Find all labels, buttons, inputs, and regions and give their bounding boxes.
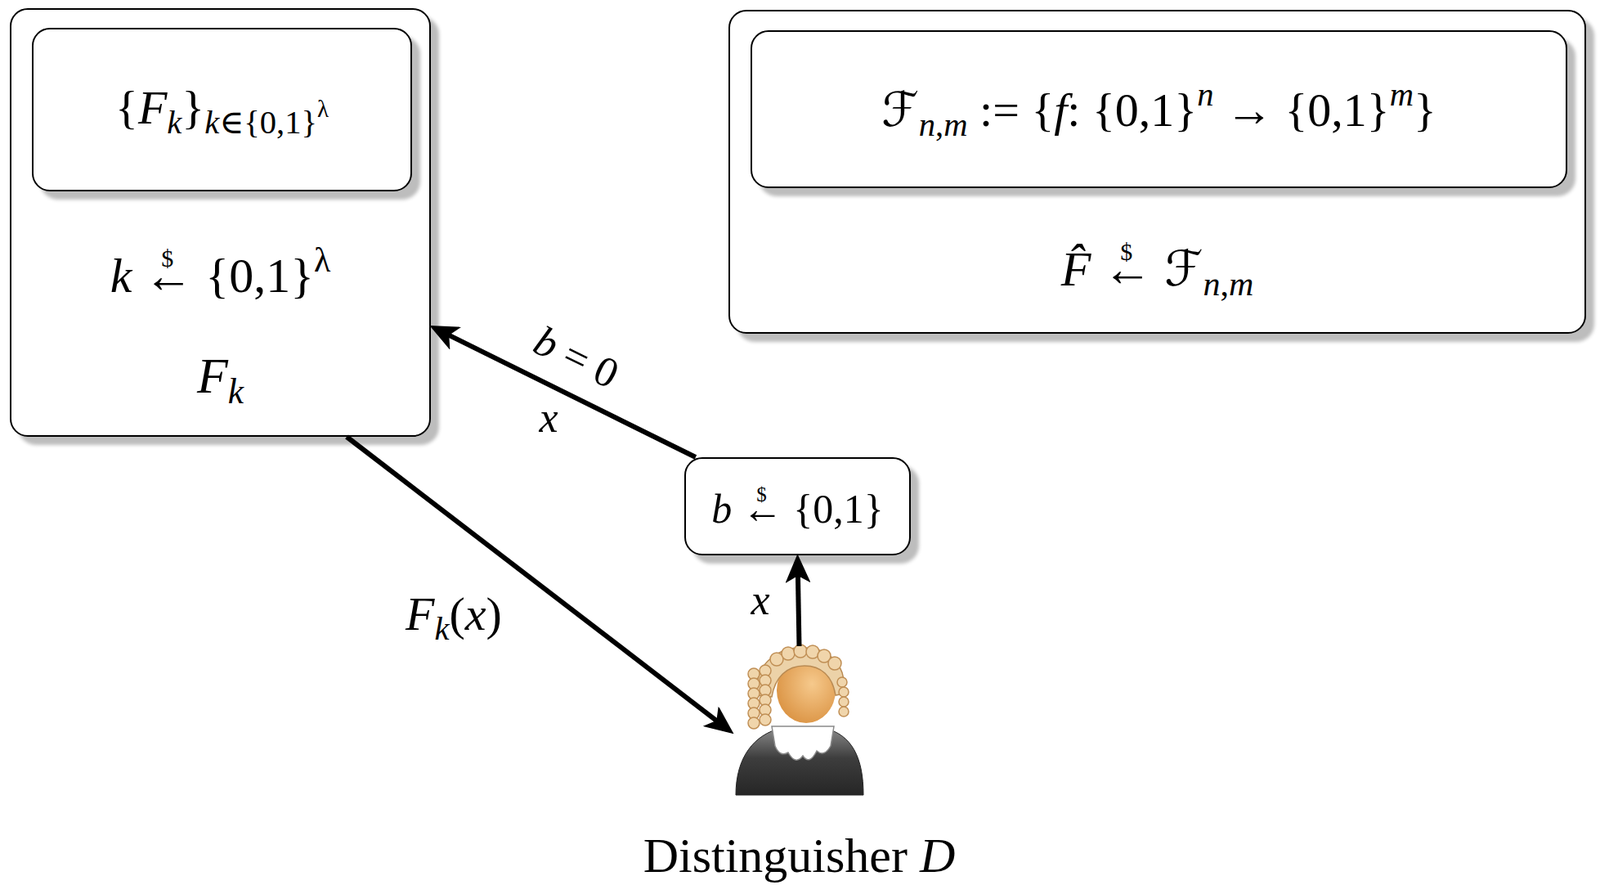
glyph-run: x: [465, 587, 487, 641]
judge-icon: [735, 644, 864, 795]
glyph-run: k: [110, 248, 133, 303]
glyph-run: $: [161, 244, 174, 272]
arrow-connector: [797, 561, 800, 646]
glyph-run: Distinguisher: [643, 828, 920, 883]
math-text: b ←$ {0,1}: [711, 485, 884, 534]
glyph-run: k: [204, 103, 220, 141]
glyph-run: F: [197, 347, 229, 404]
free-label: x: [538, 393, 558, 443]
glyph-run: ,: [935, 106, 944, 144]
glyph-run: f: [1053, 83, 1067, 137]
edge-label-slot: b = 0: [526, 316, 628, 399]
glyph-run: k: [434, 609, 450, 647]
free-label-slot: x: [538, 393, 558, 443]
glyph-run: ): [486, 587, 502, 641]
glyph-run: D: [919, 828, 955, 883]
glyph-run: n: [918, 106, 936, 144]
glyph-run: ℱ: [1151, 242, 1203, 296]
math-text: Fk: [197, 346, 244, 413]
text-slot: {Fk}k∈{0,1}λ: [115, 80, 329, 143]
glyph-run: F̂: [1061, 242, 1092, 296]
edge-label-slot: x: [750, 575, 770, 625]
text-slot: Distinguisher D: [643, 827, 956, 884]
glyph-run: F: [405, 587, 435, 641]
glyph-run: ℱ: [881, 83, 919, 137]
edge-label: x: [750, 575, 770, 625]
figure-caption: Distinguisher D: [643, 827, 956, 884]
glyph-run: m: [1389, 76, 1414, 113]
glyph-run: n: [1202, 264, 1220, 303]
glyph-run: }: [1413, 83, 1437, 137]
glyph-run: := {: [968, 83, 1055, 137]
glyph-run: x: [538, 394, 558, 441]
glyph-run: F: [138, 80, 167, 135]
glyph-run: λ: [317, 95, 329, 122]
glyph-run: ∈{0,1}: [219, 103, 318, 141]
glyph-run: m: [1228, 264, 1254, 303]
glyph-run: → {0,1}: [1213, 83, 1390, 137]
text-slot: b ←$ {0,1}: [711, 485, 884, 534]
glyph-run: k: [228, 371, 244, 411]
random-function-oracle-box: F̂ ←$ ℱn,mℱn,m := {f: {0,1}n → {0,1}m}: [728, 9, 1587, 334]
glyph-run: {: [115, 80, 139, 135]
glyph-run: {0,1}: [192, 248, 314, 303]
math-text: ℱn,m := {f: {0,1}n → {0,1}m}: [881, 76, 1437, 144]
text-slot: k ←$ {0,1}λ: [110, 240, 332, 305]
keyed-family-box: {Fk}k∈{0,1}λ: [31, 27, 413, 192]
math-text: {Fk}k∈{0,1}λ: [115, 80, 329, 143]
edge-label: Fk(x): [405, 587, 502, 649]
arrow-connector: [346, 436, 728, 729]
glyph-run: k: [166, 103, 182, 141]
edge-label: b = 0: [526, 316, 628, 399]
text-slot: ℱn,m := {f: {0,1}n → {0,1}m}: [881, 76, 1437, 144]
function-family-box: ℱn,m := {f: {0,1}n → {0,1}m}: [750, 30, 1568, 189]
glyph-run: $: [756, 483, 767, 506]
glyph-run: }: [181, 80, 205, 135]
glyph-run: b: [711, 485, 732, 532]
glyph-run: : {0,1}: [1066, 83, 1197, 137]
prf-oracle-box: k ←$ {0,1}λFk{Fk}k∈{0,1}λ: [9, 8, 431, 437]
math-text: F̂ ←$ ℱn,m: [1061, 241, 1255, 305]
math-text: k ←$ {0,1}λ: [110, 240, 332, 305]
edge-label-slot: Fk(x): [405, 587, 502, 649]
glyph-run: (: [449, 587, 466, 641]
text-slot: F̂ ←$ ℱn,m: [1061, 241, 1255, 305]
glyph-run: ,: [1219, 264, 1229, 303]
glyph-run: λ: [313, 241, 331, 279]
glyph-run: x: [750, 576, 770, 623]
glyph-run: m: [943, 106, 968, 144]
glyph-run: {0,1}: [783, 485, 884, 532]
text-slot: Fk: [197, 346, 244, 413]
glyph-run: n: [1196, 76, 1214, 113]
coin-flip-box: b ←$ {0,1}: [684, 457, 911, 556]
glyph-run: $: [1120, 237, 1133, 265]
